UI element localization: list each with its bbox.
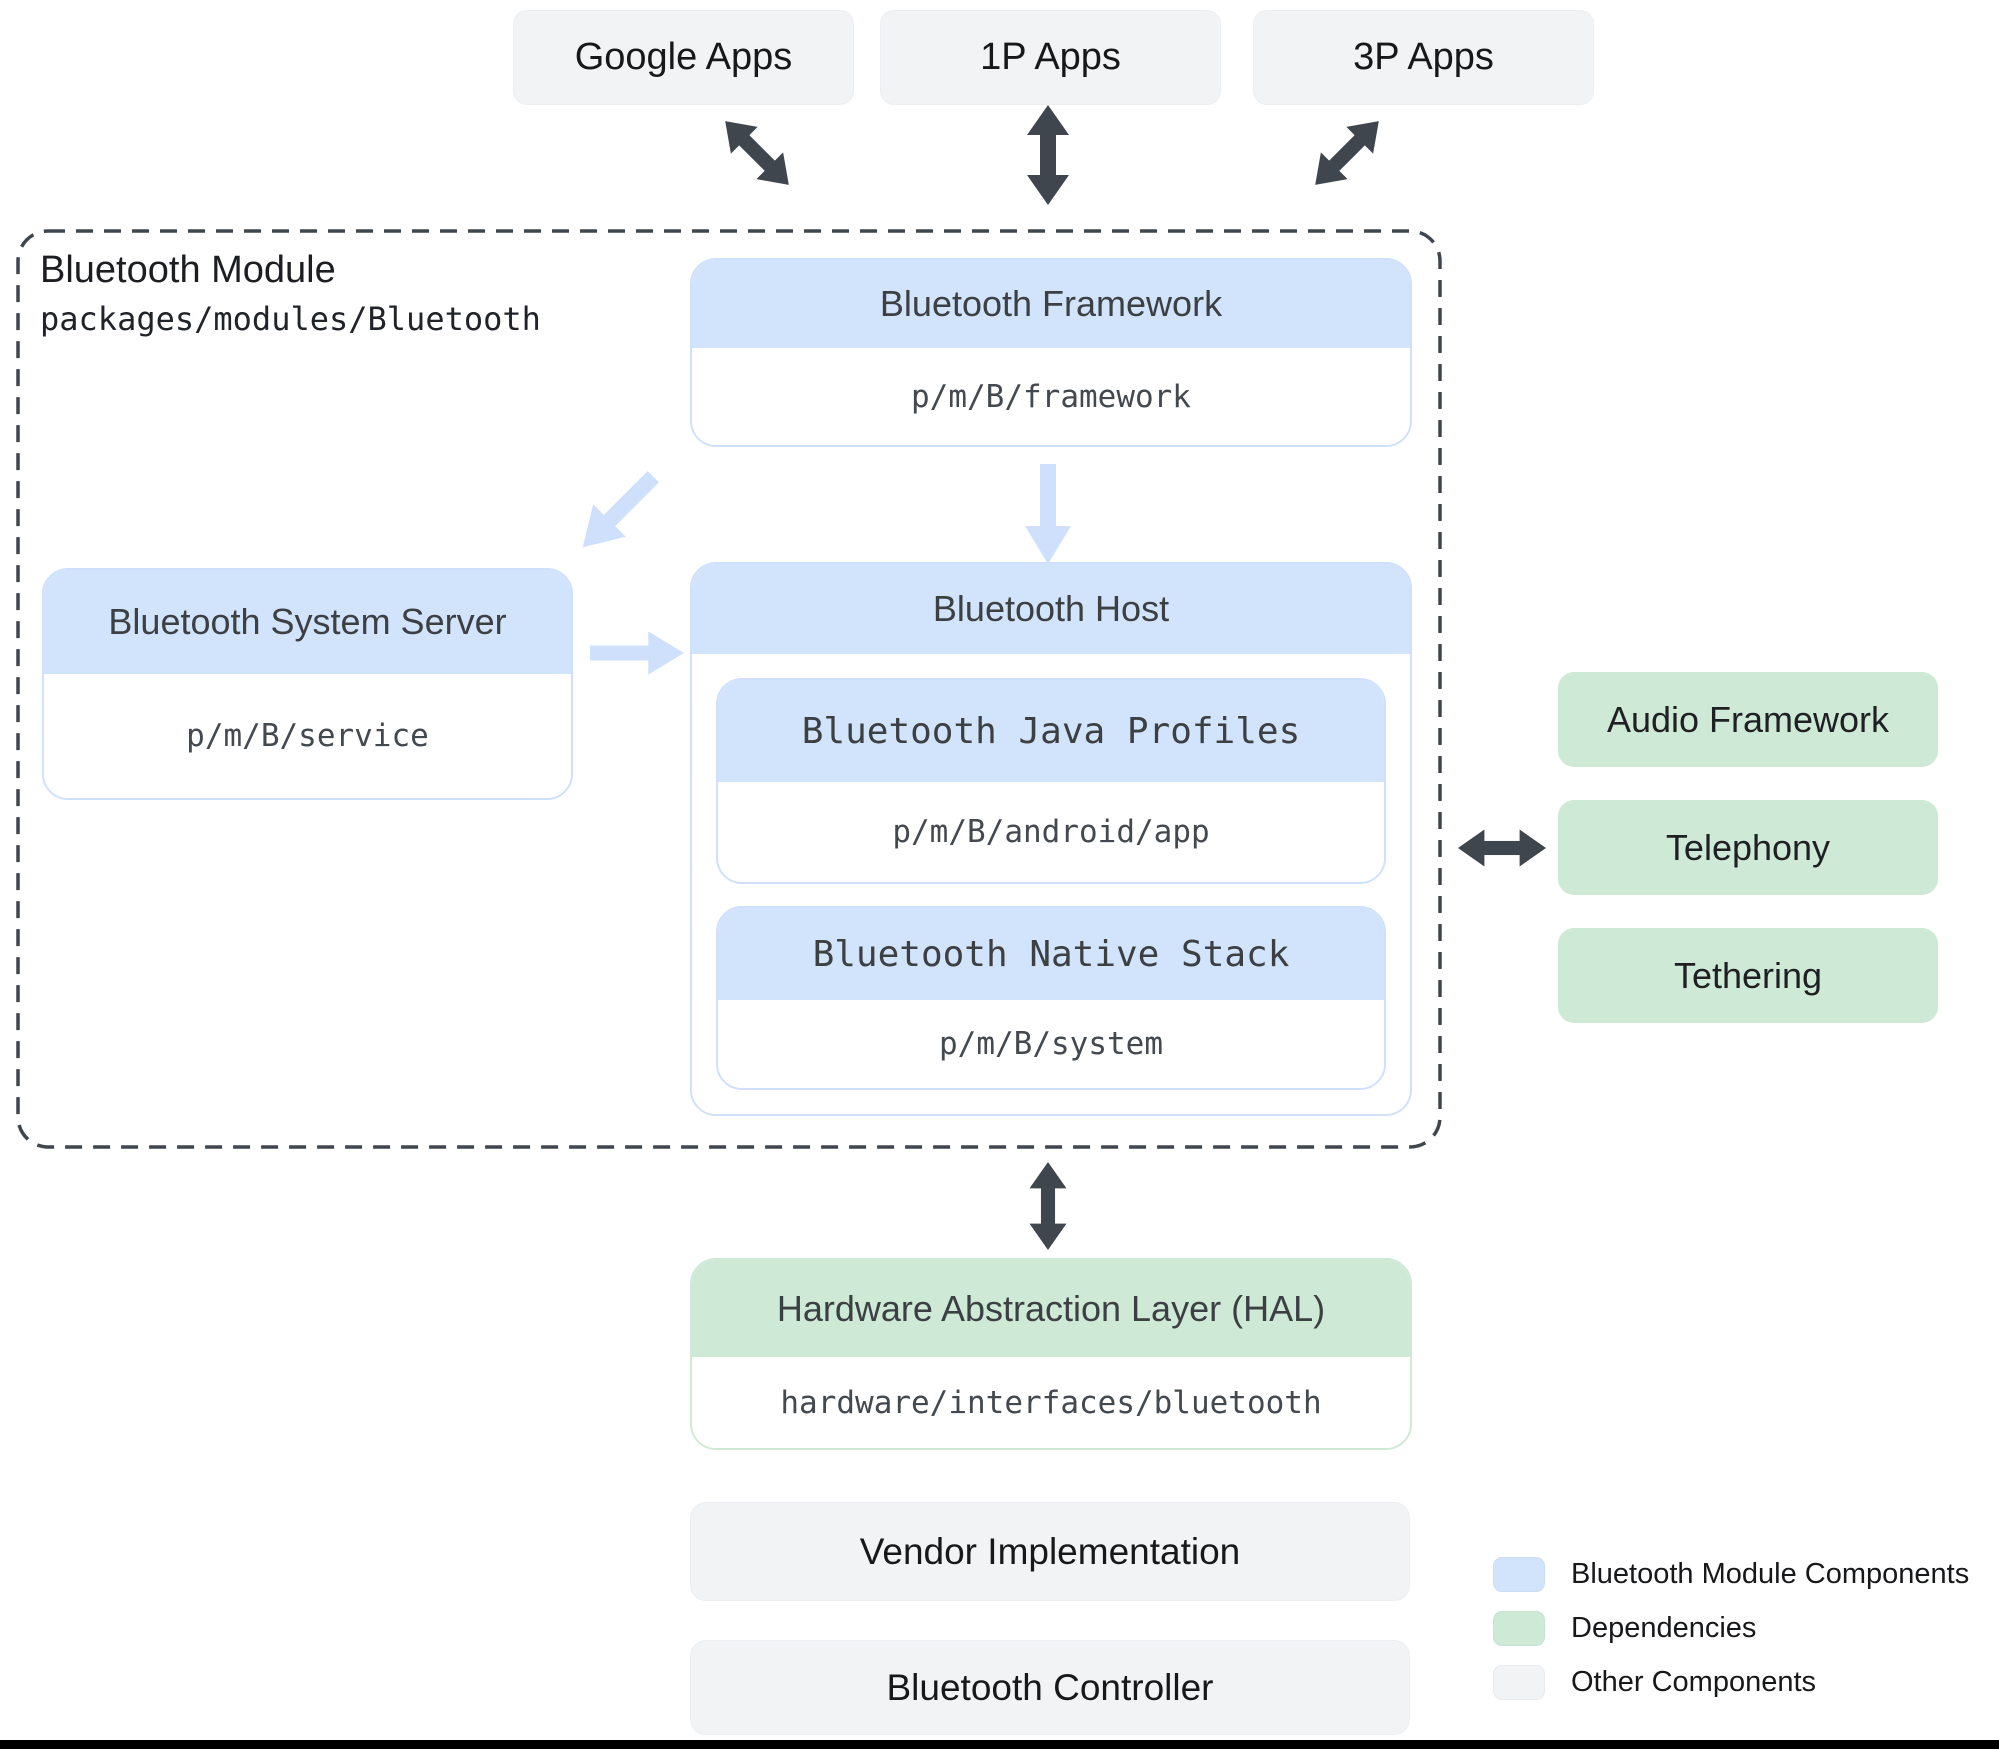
- bluetooth-java-profiles-path: p/m/B/android/app: [718, 782, 1384, 882]
- legend-swatch-blue: [1493, 1557, 1545, 1592]
- vendor-implementation-label: Vendor Implementation: [859, 1530, 1241, 1572]
- legend-label-dependencies: Dependencies: [1571, 1612, 1757, 1644]
- legend-item-other-components: Other Components: [1493, 1665, 1816, 1700]
- bluetooth-system-server-box: Bluetooth System Server p/m/B/service: [42, 568, 573, 800]
- bluetooth-java-profiles-title: Bluetooth Java Profiles: [718, 680, 1384, 782]
- legend-item-module-components: Bluetooth Module Components: [1493, 1557, 1969, 1592]
- bluetooth-controller-label: Bluetooth Controller: [886, 1666, 1214, 1708]
- arrow-framework-to-host-icon: [1024, 464, 1072, 564]
- module-path: packages/modules/Bluetooth: [40, 300, 541, 338]
- double-arrow-3p-apps-icon: [1283, 89, 1410, 216]
- audio-framework-box: Audio Framework: [1558, 672, 1938, 767]
- hal-path: hardware/interfaces/bluetooth: [692, 1357, 1410, 1448]
- legend-swatch-green: [1493, 1611, 1545, 1646]
- bluetooth-native-stack-box: Bluetooth Native Stack p/m/B/system: [716, 906, 1386, 1090]
- bluetooth-module-dashed-border: [16, 229, 1442, 1149]
- bluetooth-system-server-title: Bluetooth System Server: [44, 570, 571, 674]
- bluetooth-native-stack-path: p/m/B/system: [718, 1000, 1384, 1088]
- double-arrow-module-dependencies-icon: [1458, 826, 1546, 870]
- hal-box: Hardware Abstraction Layer (HAL) hardwar…: [690, 1258, 1412, 1450]
- module-title: Bluetooth Module: [40, 249, 336, 291]
- audio-framework-label: Audio Framework: [1606, 698, 1890, 740]
- tethering-box: Tethering: [1558, 928, 1938, 1023]
- arrow-framework-to-system-server-icon: [547, 441, 688, 582]
- vendor-implementation-box: Vendor Implementation: [690, 1502, 1410, 1601]
- tethering-label: Tethering: [1673, 954, 1823, 996]
- third-party-apps-label: 3P Apps: [1353, 36, 1494, 78]
- first-party-apps-box: 1P Apps: [880, 10, 1221, 105]
- bluetooth-host-title: Bluetooth Host: [692, 564, 1410, 654]
- bluetooth-system-server-path: p/m/B/service: [44, 674, 571, 798]
- bluetooth-host-box: Bluetooth Host Bluetooth Java Profiles p…: [690, 562, 1412, 1116]
- bluetooth-java-profiles-box: Bluetooth Java Profiles p/m/B/android/ap…: [716, 678, 1386, 884]
- telephony-label: Telephony: [1665, 826, 1831, 868]
- arrow-system-server-to-host-icon: [590, 630, 684, 676]
- google-apps-box: Google Apps: [513, 10, 854, 105]
- bottom-black-bar: [0, 1740, 1999, 1749]
- double-arrow-google-apps-icon: [693, 89, 820, 216]
- legend-label-other-components: Other Components: [1571, 1666, 1817, 1698]
- legend-item-dependencies: Dependencies: [1493, 1611, 1756, 1646]
- bluetooth-framework-title: Bluetooth Framework: [692, 260, 1410, 348]
- legend-swatch-gray: [1493, 1665, 1545, 1700]
- bluetooth-framework-path: p/m/B/framework: [692, 348, 1410, 445]
- first-party-apps-label: 1P Apps: [980, 36, 1121, 78]
- bluetooth-native-stack-title: Bluetooth Native Stack: [718, 908, 1384, 1000]
- third-party-apps-box: 3P Apps: [1253, 10, 1594, 105]
- legend-label-module-components: Bluetooth Module Components: [1571, 1558, 1970, 1590]
- google-apps-label: Google Apps: [574, 36, 793, 78]
- bluetooth-framework-box: Bluetooth Framework p/m/B/framework: [690, 258, 1412, 447]
- telephony-box: Telephony: [1558, 800, 1938, 895]
- double-arrow-1p-apps-icon: [1023, 105, 1073, 205]
- double-arrow-module-hal-icon: [1025, 1162, 1071, 1250]
- hal-title: Hardware Abstraction Layer (HAL): [692, 1260, 1410, 1357]
- bluetooth-controller-box: Bluetooth Controller: [690, 1640, 1410, 1735]
